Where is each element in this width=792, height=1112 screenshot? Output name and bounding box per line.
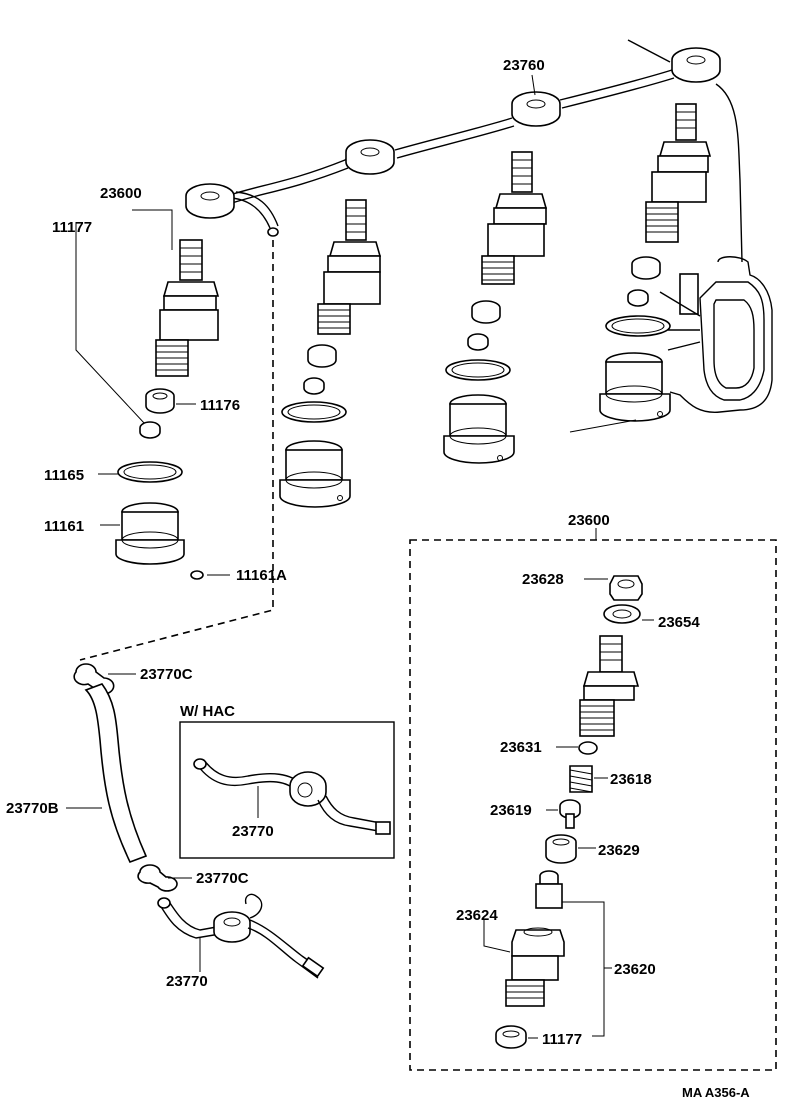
clamp-23770C-bottom[interactable] xyxy=(137,864,178,892)
nozzle-seat-3 xyxy=(471,300,501,324)
label-23631: 23631 xyxy=(500,739,542,756)
holder-4 xyxy=(599,352,671,422)
label-11165: 11165 xyxy=(44,467,84,484)
shim-23631[interactable] xyxy=(578,741,598,755)
nozzle-holder-body[interactable] xyxy=(579,635,640,737)
label-23770B: 23770B xyxy=(6,800,59,817)
spring-23618[interactable] xyxy=(569,765,593,793)
nozzle-seat-4 xyxy=(631,256,661,280)
injector-nozzle-4[interactable] xyxy=(645,103,712,243)
label-23628: 23628 xyxy=(522,571,564,588)
banjo-fitting-1 xyxy=(185,183,235,219)
pipe-23770-bottom[interactable] xyxy=(157,893,325,979)
label-23770-hac: 23770 xyxy=(232,823,274,840)
label-23618: 23618 xyxy=(610,771,652,788)
nozzle-seat-2 xyxy=(307,344,337,368)
gasket-4 xyxy=(605,315,671,337)
label-23629: 23629 xyxy=(598,842,640,859)
label-23619: 23619 xyxy=(490,802,532,819)
washer-11177-box[interactable] xyxy=(495,1025,527,1049)
banjo-fitting-3 xyxy=(511,91,561,127)
washer-3 xyxy=(467,333,489,351)
gasket-3 xyxy=(445,359,511,381)
label-23770C-top: 23770C xyxy=(140,666,193,683)
label-23624: 23624 xyxy=(456,907,498,924)
washer-23654[interactable] xyxy=(603,604,641,624)
banjo-fitting-4 xyxy=(671,47,721,83)
label-23770C-bottom: 23770C xyxy=(196,870,249,887)
pin-23619[interactable] xyxy=(559,799,581,829)
nozzle-body-23624[interactable] xyxy=(505,927,565,1007)
figure-code: MA A356-A xyxy=(682,1085,750,1100)
needle-valve[interactable] xyxy=(535,870,563,909)
label-23600-box: 23600 xyxy=(568,512,610,529)
washer-2 xyxy=(303,377,325,395)
nozzle-seat-11176[interactable] xyxy=(145,388,175,414)
banjo-fitting-2 xyxy=(345,139,395,175)
label-23770-bottom: 23770 xyxy=(166,973,208,990)
holder-3 xyxy=(443,394,515,464)
injector-exploded-frame xyxy=(409,539,777,1071)
washer-11177-top[interactable] xyxy=(139,421,161,439)
label-11177-box: 11177 xyxy=(542,1031,582,1048)
label-23620: 23620 xyxy=(614,961,656,978)
distance-piece-23629[interactable] xyxy=(545,834,577,864)
nut-23628[interactable] xyxy=(609,575,643,601)
injector-nozzle-2[interactable] xyxy=(317,199,382,335)
whac-title: W/ HAC xyxy=(180,703,235,720)
gasket-11165[interactable] xyxy=(117,461,183,483)
pipe-23770-hac[interactable] xyxy=(193,758,391,835)
label-11176: 11176 xyxy=(200,397,240,414)
washer-4 xyxy=(627,289,649,307)
holder-11161[interactable] xyxy=(115,502,185,565)
holder-2 xyxy=(279,440,351,508)
hose-23770B[interactable] xyxy=(84,683,148,864)
injection-pipe-assembly[interactable] xyxy=(185,39,721,237)
label-11161A: 11161A xyxy=(236,567,287,584)
whac-frame xyxy=(179,721,395,859)
injector-nozzle-1[interactable] xyxy=(155,239,220,377)
cylinder-head-section xyxy=(659,83,773,413)
injector-nozzle-3[interactable] xyxy=(481,151,548,285)
label-23600-top: 23600 xyxy=(100,185,142,202)
label-11177-top: 11177 xyxy=(52,219,92,236)
label-11161: 11161 xyxy=(44,518,84,535)
pin-11161A[interactable] xyxy=(190,570,204,580)
label-23760: 23760 xyxy=(503,57,545,74)
gasket-2 xyxy=(281,401,347,423)
label-23654: 23654 xyxy=(658,614,700,631)
